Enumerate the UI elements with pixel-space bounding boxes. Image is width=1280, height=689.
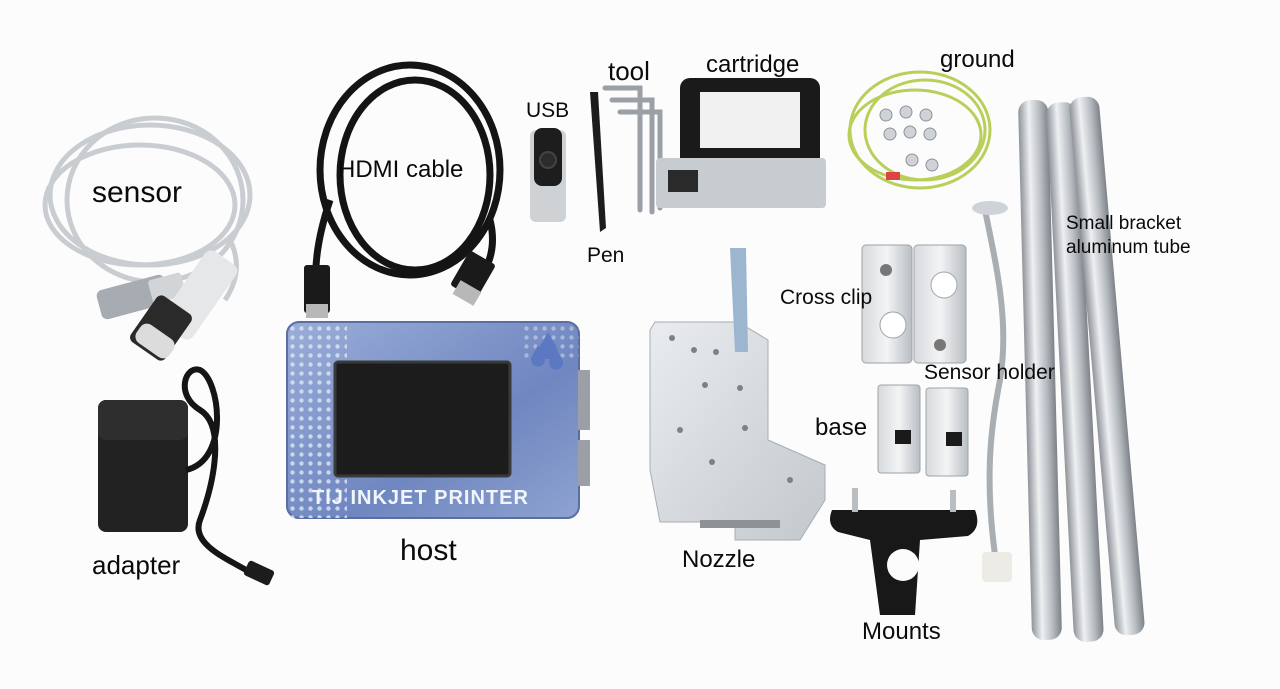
host-brand-text: TIJ INKJET PRINTER [312,487,529,509]
label-adapter: adapter [92,550,181,580]
ground-screws [879,105,939,180]
base-brackets [877,384,969,477]
sensor-holder-arm [972,201,1012,582]
label-usb: USB [526,99,570,122]
allen-keys [602,85,663,215]
label-cartridge: cartridge [706,51,800,78]
ground-wire [847,70,992,190]
label-pen: Pen [587,244,625,267]
hdmi-connectors [304,251,495,318]
aluminum-tubes [1018,96,1145,642]
label-ground: ground [940,46,1015,73]
pen-stylus [590,92,606,232]
label-small-bracket-line2: aluminum tube [1066,237,1191,258]
label-small-bracket-line1: Small bracket [1066,213,1182,234]
label-tool: tool [608,56,650,86]
label-base: base [815,414,868,441]
label-cross-clip: Cross clip [780,286,873,309]
label-nozzle: Nozzle [682,546,756,573]
label-sensor: sensor [92,176,183,209]
label-mounts: Mounts [862,618,941,645]
label-small-bracket-aluminum-tube: Small bracket aluminum tube [1066,212,1191,260]
cross-clip [861,244,967,364]
label-sensor-holder: Sensor holder [924,361,1055,384]
sensor-body [130,250,238,361]
mount-bracket [830,488,978,615]
ink-cartridge [656,78,826,208]
adapter-device [98,366,275,586]
label-hdmi-cable: HDMI cable [338,156,464,183]
label-host: host [400,534,457,567]
usb-drive [530,128,566,222]
host-device [286,321,590,519]
nozzle-plate [649,248,826,541]
